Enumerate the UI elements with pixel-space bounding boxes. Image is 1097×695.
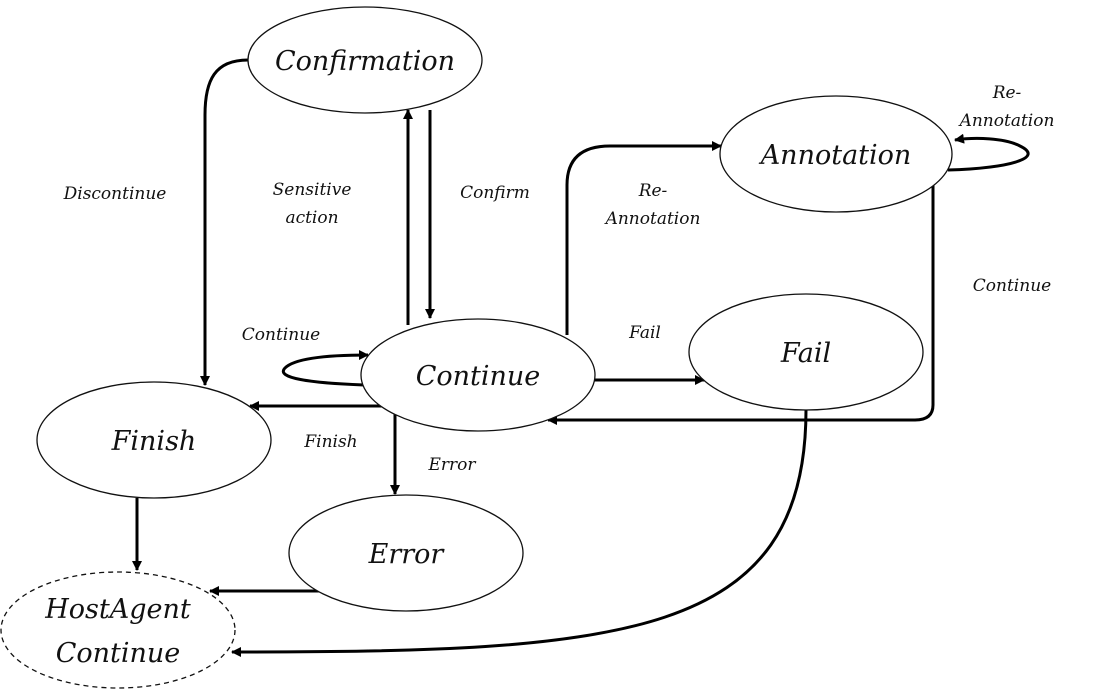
node-annotation: Annotation xyxy=(719,95,953,213)
node-finish: Finish xyxy=(36,381,272,499)
label-annotation-continue: Continue xyxy=(973,276,1051,296)
node-error-label: Error xyxy=(368,539,446,570)
label-sensitive-action-line1: Sensitive xyxy=(273,180,352,200)
node-continue-label: Continue xyxy=(416,361,541,392)
edge-labels: Discontinue Sensitive action Confirm Re-… xyxy=(63,83,1055,475)
label-continue-self: Continue xyxy=(242,325,320,345)
edge-continue-self-loop xyxy=(281,350,369,387)
node-continue: Continue xyxy=(360,318,596,432)
label-reannotation-line2: Annotation xyxy=(604,209,701,229)
label-reannotation-line1: Re- xyxy=(638,181,668,201)
nodes: Confirmation Annotation Continue Fail Fi… xyxy=(0,6,953,689)
label-annotation-self-line2: Annotation xyxy=(958,111,1055,131)
node-fail-label: Fail xyxy=(780,338,831,369)
node-confirmation-label: Confirmation xyxy=(275,46,455,77)
node-hostagent-label-line1: HostAgent xyxy=(44,594,191,625)
label-fail: Fail xyxy=(628,323,661,343)
label-sensitive-action-line2: action xyxy=(285,208,338,228)
label-annotation-self-line1: Re- xyxy=(992,83,1022,103)
node-hostagent-continue: HostAgent Continue xyxy=(0,571,236,689)
node-error: Error xyxy=(288,494,524,612)
node-finish-label: Finish xyxy=(111,426,197,457)
edge-annotation-self-loop xyxy=(947,133,1030,172)
label-confirm: Confirm xyxy=(460,183,530,203)
edge-fail-to-hostagent xyxy=(231,409,808,657)
edge-continue-to-annotation xyxy=(565,141,722,335)
label-discontinue: Discontinue xyxy=(63,184,167,204)
node-annotation-label: Annotation xyxy=(758,140,912,171)
label-finish: Finish xyxy=(303,432,357,452)
edges xyxy=(132,58,1030,657)
node-confirmation: Confirmation xyxy=(247,6,483,114)
edge-confirmation-to-finish xyxy=(200,58,249,386)
node-fail: Fail xyxy=(688,293,924,411)
label-error: Error xyxy=(427,455,476,475)
edge-annotation-to-continue xyxy=(547,185,935,425)
node-hostagent-label-line2: Continue xyxy=(56,638,181,669)
